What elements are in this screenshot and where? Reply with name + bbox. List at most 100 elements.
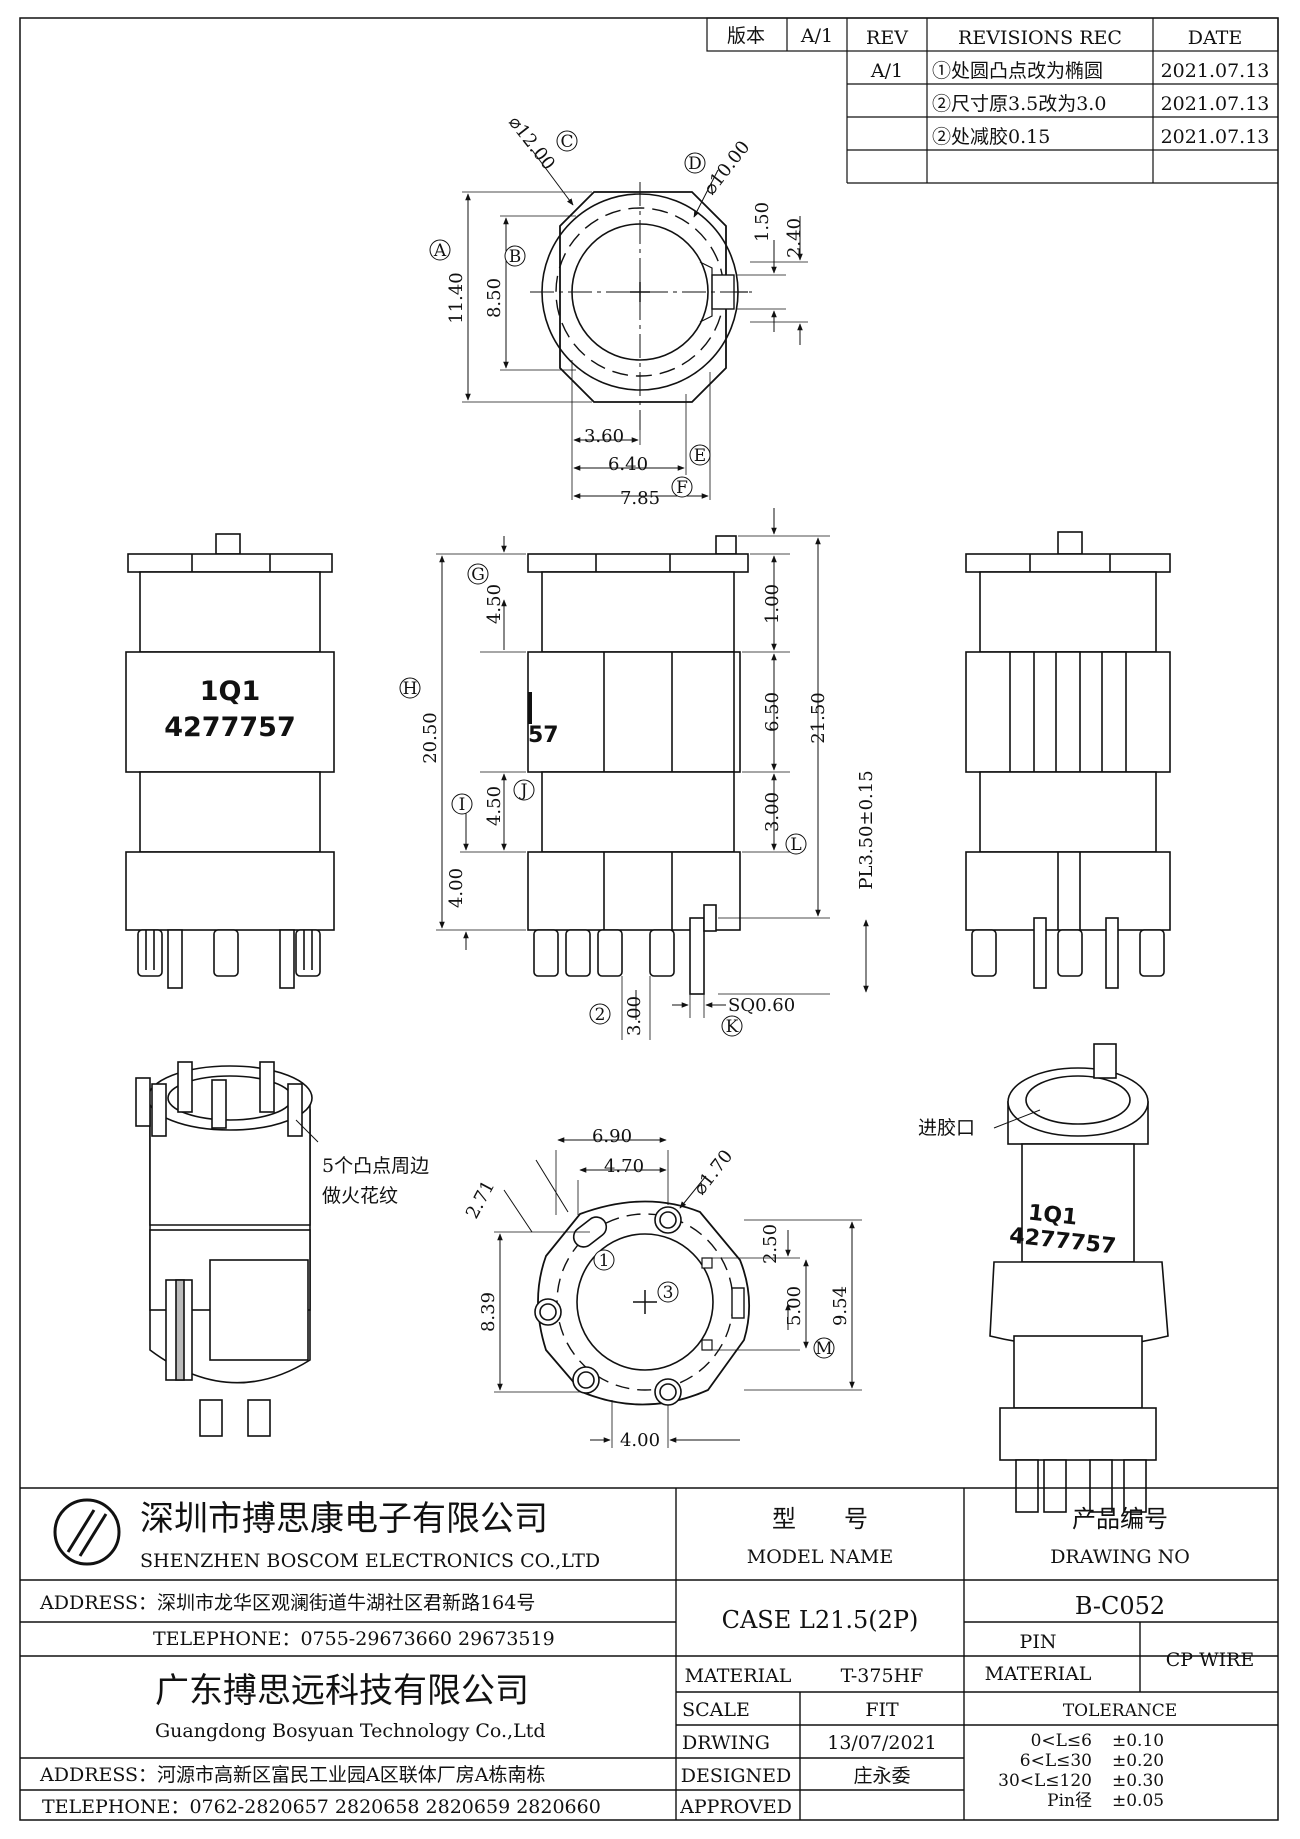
top-view-outer bbox=[559, 191, 727, 403]
drawing-date: 13/07/2021 bbox=[827, 1732, 937, 1754]
dim-4-00-bottom: 4.00 bbox=[620, 1430, 660, 1451]
marker-2: 2 bbox=[589, 1003, 611, 1025]
left-side-view bbox=[125, 533, 335, 989]
version-value: A/1 bbox=[800, 25, 833, 47]
marker-b: B bbox=[504, 245, 526, 267]
title-block-lines bbox=[20, 1487, 1278, 1820]
svg-text:1: 1 bbox=[599, 1251, 610, 1271]
approved-label: APPROVED bbox=[679, 1796, 792, 1818]
tolerance-value-2: ±0.20 bbox=[1112, 1751, 1164, 1771]
isometric-left-view bbox=[135, 1061, 313, 1437]
marking-line-1-left: 1Q1 bbox=[200, 676, 261, 707]
dim-8-50: 8.50 bbox=[484, 278, 505, 318]
address-2: ADDRESS：河源市高新区富民工业园A区联体厂房A栋南栋 bbox=[39, 1764, 546, 1786]
company-logo bbox=[53, 1498, 121, 1566]
dim-2-50: 2.50 bbox=[760, 1224, 781, 1264]
top-view: 11.40 8.50 ⌀12.00 ⌀10.00 1.50 2.40 3.60 … bbox=[429, 112, 808, 509]
rev-header: REV bbox=[866, 27, 908, 49]
svg-text:J: J bbox=[519, 781, 528, 801]
dim-2-71: 2.71 bbox=[462, 1177, 499, 1222]
drawing-no-en: DRAWING NO bbox=[1050, 1546, 1190, 1568]
rev-row-1-rec: ①处圆凸点改为椭圆 bbox=[932, 60, 1103, 82]
dim-dia-1-70: ⌀1.70 bbox=[689, 1146, 737, 1199]
dim-dia-12: ⌀12.00 bbox=[504, 112, 559, 174]
dim-9-54: 9.54 bbox=[830, 1286, 851, 1326]
svg-text:H: H bbox=[403, 679, 418, 699]
model-value: CASE L21.5(2P) bbox=[722, 1606, 919, 1634]
dim-3-00-right: 3.00 bbox=[762, 792, 783, 832]
svg-text:G: G bbox=[471, 565, 485, 585]
company-2-en: Guangdong Bosyuan Technology Co.,Ltd bbox=[155, 1720, 546, 1742]
dim-21-50: 21.50 bbox=[808, 692, 829, 744]
marker-e: E bbox=[689, 444, 711, 466]
svg-text:C: C bbox=[560, 132, 573, 152]
tolerance-label: TOLERANCE bbox=[1063, 1701, 1177, 1721]
dim-dia-10: ⌀10.00 bbox=[699, 137, 754, 199]
svg-text:B: B bbox=[509, 247, 522, 267]
middle-side-view: 57 4.50 20.50 4.50 4.00 bbox=[399, 508, 877, 1040]
pin-material-label-2: MATERIAL bbox=[985, 1663, 1092, 1685]
dim-6-50: 6.50 bbox=[762, 692, 783, 732]
version-label: 版本 bbox=[727, 25, 765, 47]
svg-text:M: M bbox=[815, 1339, 832, 1359]
rev-row-3-rec: ②处减胶0.15 bbox=[932, 126, 1050, 148]
marker-g: G bbox=[467, 563, 489, 585]
tolerance-value-4: ±0.05 bbox=[1112, 1791, 1164, 1811]
scale-label: SCALE bbox=[682, 1699, 750, 1721]
tolerance-range-3: 30<L≤120 bbox=[998, 1771, 1092, 1791]
pin-material-label-1: PIN bbox=[1020, 1631, 1057, 1653]
dim-pl-3-50: PL3.50±0.15 bbox=[856, 770, 877, 889]
spark-note-line-2: 做火花纹 bbox=[322, 1185, 398, 1207]
marker-1: 1 bbox=[593, 1249, 615, 1271]
sheet-border bbox=[19, 17, 1279, 1821]
drawing-label: DRWING bbox=[682, 1732, 770, 1754]
marking-line-1-right: 1Q1 bbox=[1027, 1201, 1079, 1231]
dim-2-40: 2.40 bbox=[784, 218, 805, 258]
rev-row-2-rec: ②尺寸原3.5改为3.0 bbox=[932, 93, 1106, 115]
telephone-1: TELEPHONE：0755-29673660 29673519 bbox=[153, 1628, 555, 1650]
svg-text:K: K bbox=[726, 1017, 739, 1037]
dim-11-40: 11.40 bbox=[446, 272, 467, 324]
dim-1-50: 1.50 bbox=[752, 202, 773, 242]
dim-8-39: 8.39 bbox=[478, 1292, 499, 1332]
marker-m: M bbox=[813, 1337, 835, 1359]
isometric-right-view bbox=[989, 1043, 1169, 1513]
right-side-view bbox=[965, 531, 1171, 989]
revision-table bbox=[706, 17, 1279, 184]
marker-h: H bbox=[399, 677, 421, 699]
dim-5-00: 5.00 bbox=[784, 1286, 805, 1326]
dim-3-60: 3.60 bbox=[584, 426, 624, 447]
svg-text:3: 3 bbox=[663, 1283, 674, 1303]
bottom-view: 6.90 4.70 2.71 ⌀1.70 8.39 2.50 5.00 9.54… bbox=[462, 1126, 862, 1451]
svg-text:E: E bbox=[694, 446, 706, 466]
svg-text:D: D bbox=[688, 154, 702, 174]
dim-4-00: 4.00 bbox=[446, 868, 467, 908]
rev-row-1-rev: A/1 bbox=[870, 60, 903, 82]
svg-text:F: F bbox=[676, 478, 688, 498]
svg-text:L: L bbox=[790, 835, 801, 855]
marker-i: I bbox=[451, 793, 473, 815]
designed-value: 庄永委 bbox=[853, 1765, 910, 1787]
rev-row-3-date: 2021.07.13 bbox=[1161, 126, 1270, 148]
revisions-rec-header: REVISIONS REC bbox=[958, 27, 1122, 49]
tolerance-range-2: 6<L≤30 bbox=[1020, 1751, 1092, 1771]
dim-7-85: 7.85 bbox=[620, 488, 660, 509]
dim-4-50-bottom: 4.50 bbox=[484, 786, 505, 826]
company-1-en: SHENZHEN BOSCOM ELECTRONICS CO.,LTD bbox=[140, 1550, 600, 1572]
dim-1-00: 1.00 bbox=[762, 584, 783, 624]
scale-value: FIT bbox=[865, 1699, 899, 1721]
tolerance-range-4: Pin径 bbox=[1047, 1791, 1092, 1811]
dim-4-50-top: 4.50 bbox=[484, 584, 505, 624]
marker-j: J bbox=[513, 779, 535, 801]
svg-text:I: I bbox=[459, 795, 466, 815]
company-1-cn: 深圳市搏思康电子有限公司 bbox=[140, 1499, 548, 1539]
material-value: T-375HF bbox=[841, 1665, 924, 1687]
rev-row-2-date: 2021.07.13 bbox=[1161, 93, 1270, 115]
dim-3-00-bottom: 3.00 bbox=[624, 996, 645, 1036]
drawing-no-cn: 产品编号 bbox=[1072, 1505, 1168, 1533]
svg-text:A: A bbox=[433, 241, 447, 261]
company-2-cn: 广东搏思远科技有限公司 bbox=[155, 1671, 529, 1711]
date-header: DATE bbox=[1188, 27, 1242, 49]
marking-line-2-left: 4277757 bbox=[164, 712, 296, 743]
